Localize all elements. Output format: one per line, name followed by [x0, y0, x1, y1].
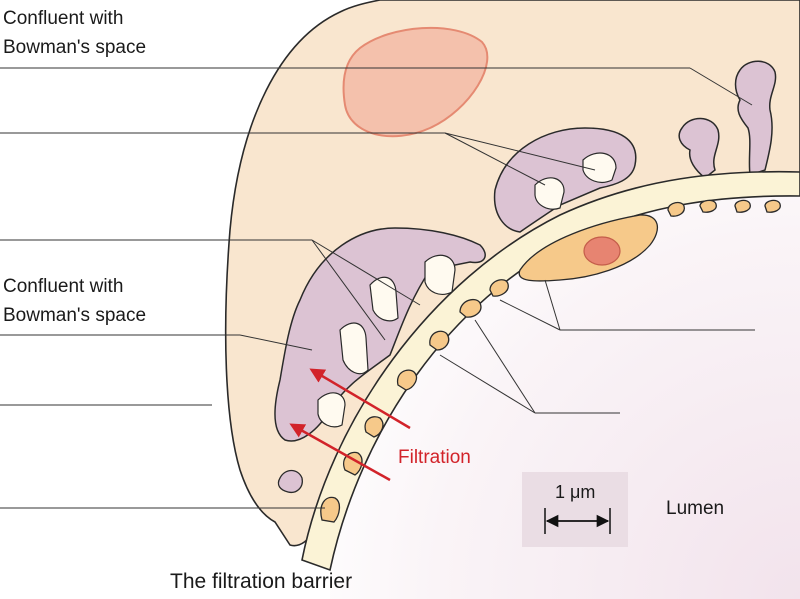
leader-line: [239, 334, 313, 351]
slit-pore: [582, 152, 617, 183]
leader-line: [544, 279, 561, 331]
leader-line: [444, 132, 596, 171]
leader-line: [474, 319, 536, 414]
label-lumen: Lumen: [666, 498, 724, 519]
leader-line: [444, 132, 546, 186]
leader-line: [311, 239, 386, 341]
slit-pore: [339, 322, 369, 375]
cytoplasmic-vesicle: [342, 26, 489, 138]
endothelial-fenestra-segment: [699, 199, 717, 213]
leader-lines: [0, 67, 755, 509]
filtration-arrow: [289, 423, 391, 482]
endothelial-fenestra-segment: [489, 279, 509, 297]
label-confluent-top-line2: Bowman's space: [3, 37, 146, 58]
leader-line: [439, 354, 536, 414]
endothelial-fenestra-segment: [320, 496, 341, 523]
label-scale: 1 μm: [555, 482, 595, 502]
endothelial-fenestra-segment: [396, 369, 418, 391]
slit-pore: [534, 177, 565, 210]
endothelial-fenestra-segment: [667, 201, 685, 217]
label-confluent-mid-line1: Confluent with: [3, 276, 123, 297]
leader-line: [311, 239, 421, 306]
endothelial-fenestra-segment: [459, 298, 482, 318]
label-confluent-top-line1: Confluent with: [3, 8, 123, 29]
slit-pore: [369, 276, 399, 322]
endothelial-fenestra-segment: [734, 199, 751, 213]
filtration-arrow: [309, 368, 411, 430]
label-filtration: Filtration: [398, 447, 471, 468]
endothelial-nucleus: [583, 236, 621, 266]
foot-process-lower: [274, 227, 486, 442]
leader-line: [499, 299, 561, 331]
endothelial-fenestra-segment: [364, 416, 384, 438]
endothelial-fenestra-segment: [764, 199, 781, 213]
endothelial-fenestra-segment: [429, 330, 450, 351]
foot-process-small: [277, 469, 303, 494]
label-confluent-mid-line2: Bowman's space: [3, 305, 146, 326]
slit-pore: [317, 392, 346, 428]
slit-pore: [424, 254, 456, 295]
figure-caption: The filtration barrier: [170, 570, 352, 593]
leader-line: [689, 67, 753, 106]
foot-process-right: [678, 117, 720, 179]
